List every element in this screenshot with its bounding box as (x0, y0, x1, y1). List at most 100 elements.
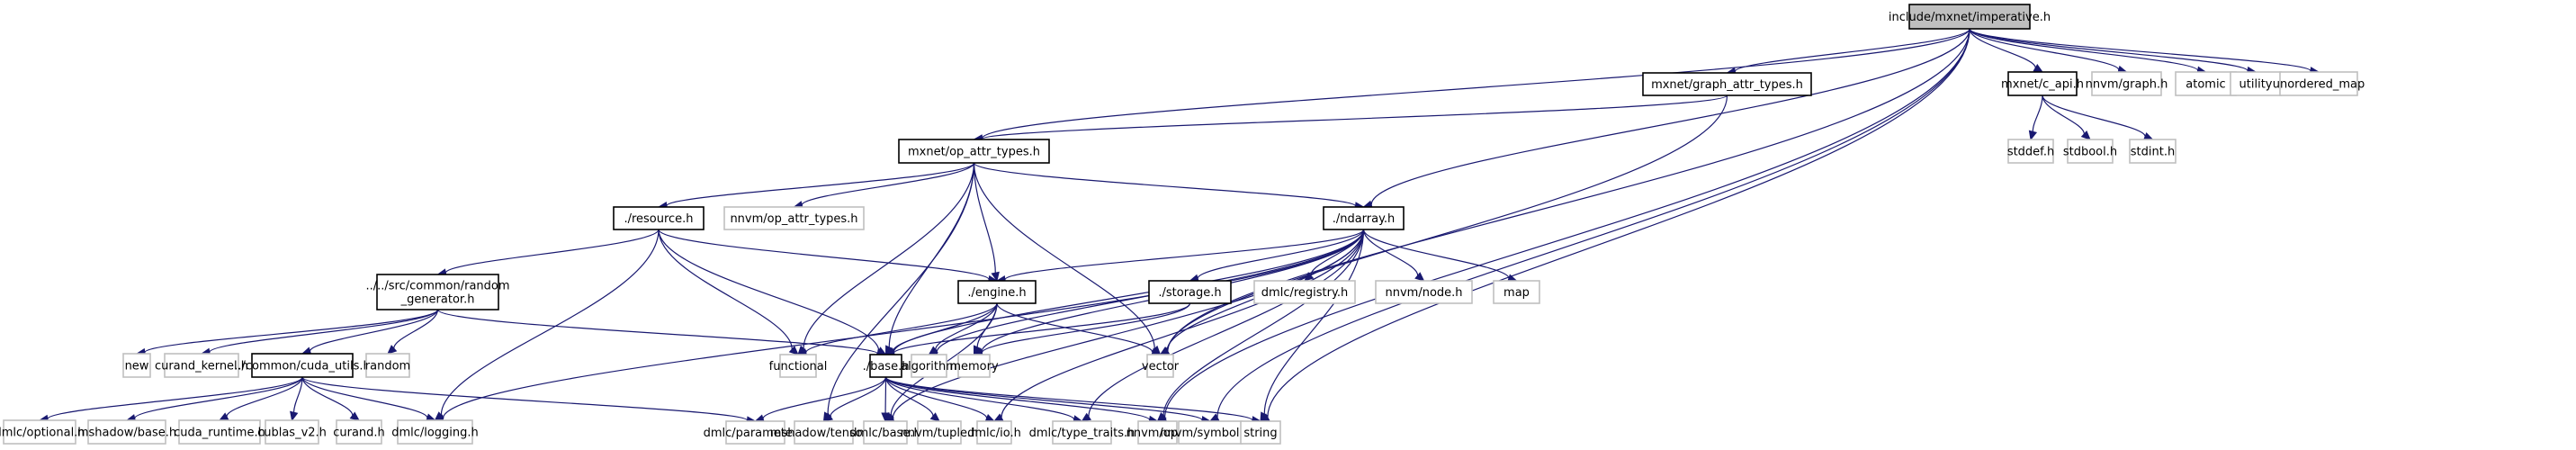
edge-op_attr_types-to-engine (973, 162, 1000, 283)
node-op-attr-types[interactable]: mxnet/op_attr_types.h (898, 139, 1050, 164)
node-engine[interactable]: ./engine.h (957, 280, 1037, 304)
node-label: curand_kernel.h (155, 360, 248, 374)
node-label: ../common/cuda_utils.h (234, 360, 370, 374)
edge-imperative-to-unordered_map (1969, 28, 2320, 76)
node-box (2129, 139, 2177, 164)
node-box (397, 419, 473, 445)
node-label: atomic (2186, 78, 2225, 92)
node-nnvm-graph: nnvm/graph.h (2086, 71, 2168, 96)
node-box[interactable] (1642, 72, 1812, 96)
edge-arrowhead-icon (1156, 412, 1167, 422)
edge-c_api-to-stdbool (2042, 94, 2091, 140)
node-label: dmlc/io.h (967, 427, 1021, 440)
node-label: utility (2239, 78, 2273, 92)
edge-ndarray-to-dmlc_io (992, 229, 1365, 422)
edge-line (888, 162, 975, 347)
edge-line (884, 376, 1253, 421)
edge-line (436, 309, 879, 355)
edge-line (1004, 229, 1365, 281)
node-box[interactable] (1148, 280, 1232, 304)
edge-line (981, 94, 1728, 140)
node-box (1146, 354, 1174, 378)
edge-c_api-to-stddef (2028, 94, 2043, 141)
edge-ndarray-to-dmlc_logging (434, 229, 1365, 423)
edge-base-to-dmlc_base (881, 376, 890, 423)
node-box (2230, 71, 2282, 96)
edges-layer (38, 28, 2320, 425)
edge-line (1362, 229, 1510, 279)
node-box (723, 206, 865, 230)
node-ndarray[interactable]: ./ndarray.h (1323, 206, 1405, 230)
edge-resource-to-functional (658, 229, 799, 356)
edge-line (292, 376, 303, 413)
node-random-generator[interactable]: ../../src/common/random_generator.h (365, 274, 510, 310)
edge-line (884, 376, 1151, 421)
node-box[interactable] (869, 354, 902, 378)
node-stdbool: stdbool.h (2063, 139, 2117, 164)
edge-line (301, 376, 354, 416)
edge-line (981, 302, 1191, 354)
edge-line (1267, 28, 1970, 418)
node-label: nnvm/tuple.h (901, 427, 979, 440)
edge-line (981, 28, 1970, 140)
edge-imperative-to-utility (1969, 28, 2257, 76)
node-box (976, 420, 1012, 445)
edge-line (935, 302, 998, 350)
node-box[interactable] (613, 206, 705, 230)
node-base[interactable]: ./base.h (863, 354, 910, 378)
node-label: mxnet/op_attr_types.h (908, 146, 1040, 159)
node-box[interactable] (251, 353, 354, 378)
node-label: nnvm/symbolic.h (1160, 427, 1260, 440)
node-label: nnvm/op.h (1126, 427, 1189, 440)
edge-line (893, 302, 998, 352)
node-box[interactable] (957, 280, 1037, 304)
node-storage[interactable]: ./storage.h (1148, 280, 1232, 304)
node-stdint: stdint.h (2129, 139, 2177, 164)
edge-line (973, 162, 996, 274)
node-label: stddef.h (2007, 146, 2054, 159)
edge-line (762, 376, 887, 419)
node-cuda-utils[interactable]: ../common/cuda_utils.h (234, 353, 371, 378)
edge-line (444, 229, 660, 274)
node-label: unordered_map (2273, 78, 2365, 92)
node-algorithm: algorithm (901, 354, 957, 378)
node-imperative[interactable]: include/mxnet/imperative.h (1889, 4, 2051, 30)
edge-line (1197, 229, 1365, 279)
node-box[interactable] (1908, 4, 2031, 30)
node-resource[interactable]: ./resource.h (613, 206, 705, 230)
node-c-api[interactable]: mxnet/c_api.h (2001, 71, 2084, 96)
edge-imperative-to-graph_attr_types (1726, 28, 1970, 76)
edge-arrowhead-icon (387, 345, 398, 355)
edge-line (2042, 94, 2146, 137)
edge-arrowhead-icon (928, 346, 938, 356)
node-new: new (122, 353, 151, 378)
node-box[interactable] (898, 139, 1050, 164)
edge-line (309, 309, 439, 352)
edge-line (226, 376, 303, 418)
edge-base-to-nnvm_op (884, 376, 1159, 425)
node-box[interactable] (1323, 206, 1405, 230)
node-box (1052, 420, 1112, 445)
node-box[interactable] (376, 274, 499, 310)
node-box (2067, 139, 2114, 164)
node-nnvm-tuple: nnvm/tuple.h (901, 420, 979, 445)
edge-imperative-to-vector (1159, 28, 1970, 356)
edge-line (440, 229, 660, 416)
node-box (1375, 280, 1473, 304)
edge-line (666, 162, 975, 207)
node-cuda-runtime: cuda_runtime.h (174, 419, 265, 445)
edge-imperative-to-op_attr_types (973, 28, 1970, 143)
node-label: algorithm (901, 360, 957, 374)
node-box[interactable] (2007, 71, 2078, 96)
node-mshadow-base: mshadow/base.h (77, 419, 176, 445)
node-graph-attr-types[interactable]: mxnet/graph_attr_types.h (1642, 72, 1812, 96)
node-label: cublas_v2.h (257, 427, 327, 440)
edge-random_generator-to-curand_kernel (200, 309, 439, 356)
edge-line (658, 229, 880, 351)
node-atomic: atomic (2175, 71, 2237, 96)
edge-base-to-nnvm_tuple (884, 376, 940, 422)
node-functional: functional (769, 354, 827, 378)
edge-arrowhead-icon (788, 346, 799, 356)
node-dmlc-base: dmlc/base.h (849, 420, 921, 445)
